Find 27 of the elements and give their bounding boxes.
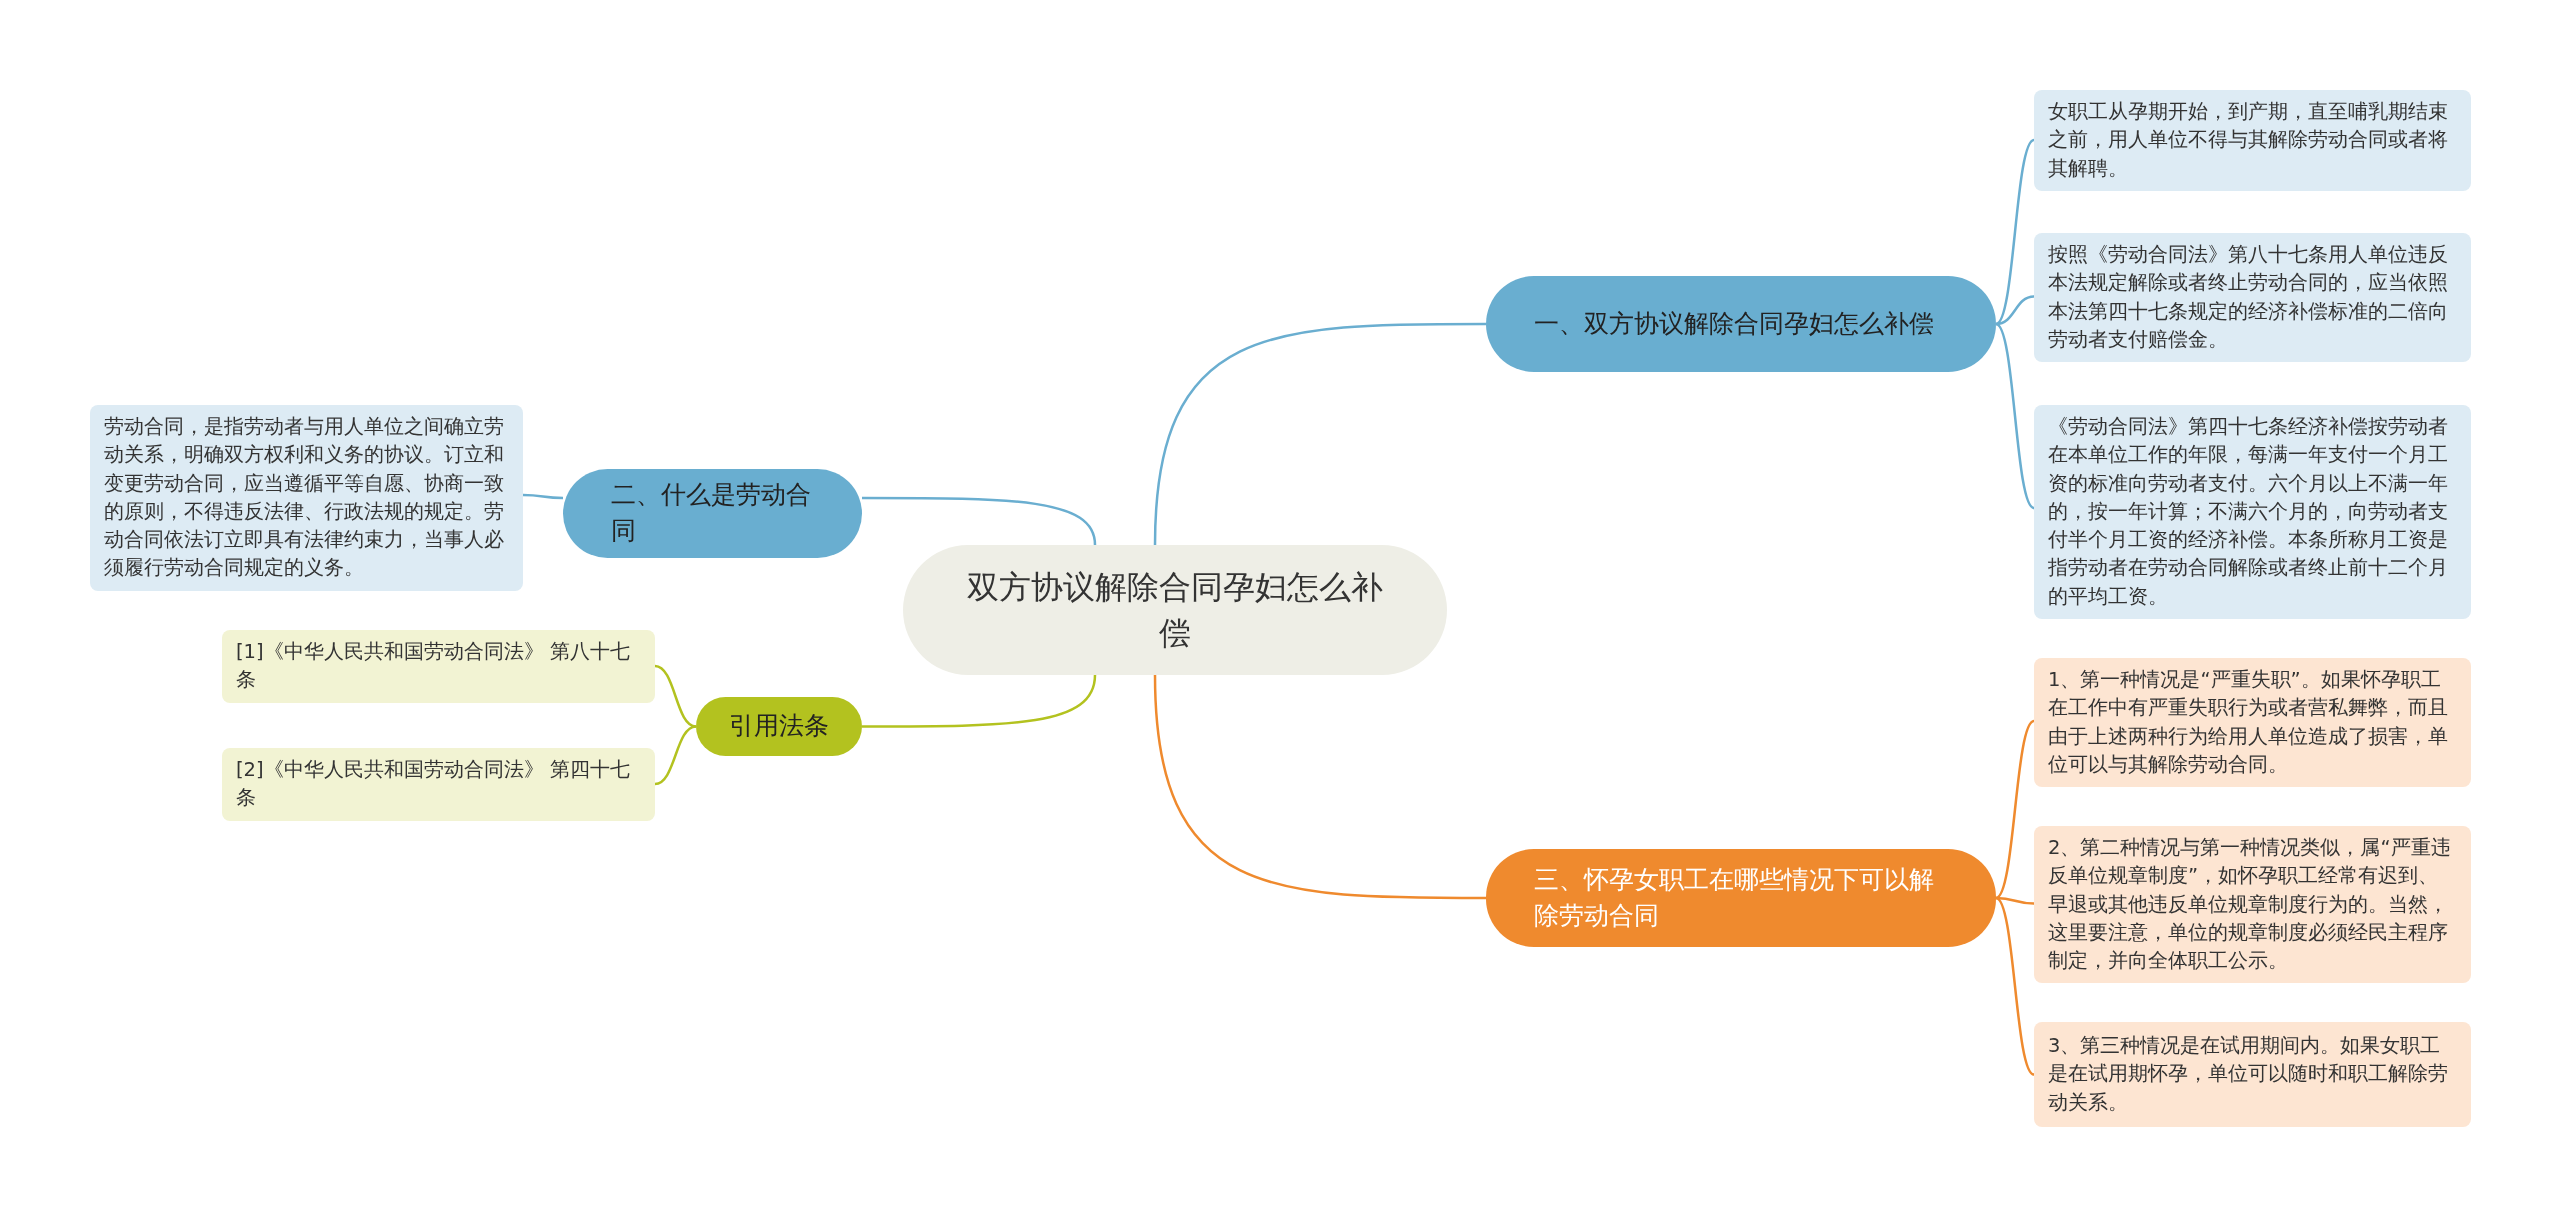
text-box: 2、第二种情况与第一种情况类似，属“严重违反单位规章制度”，如怀孕职工经常有迟到、早退或其他违反单位规章制度行为的。当然，这里要注意，单位的规章制度必须经民主程序制定，并向全体职工公示。 bbox=[2034, 826, 2471, 984]
connector-line bbox=[1995, 139, 2035, 325]
topic-box: 三、怀孕女职工在哪些情况下可以解除劳动合同 bbox=[1486, 849, 1996, 947]
connector-line bbox=[1995, 295, 2035, 326]
text-box: 按照《劳动合同法》第八十七条用人单位违反本法规定解除或者终止劳动合同的，应当依照本法第四十七条规定的经济补偿标准的二倍向劳动者支付赔偿金。 bbox=[2034, 233, 2471, 363]
connector-line bbox=[1153, 674, 1486, 900]
text-box: 劳动合同，是指劳动者与用人单位之间确立劳动关系，明确双方权利和义务的协议。订立和变更劳动合同，应当遵循平等自愿、协商一致的原则，不得违反法律、行政法规的规定。劳动合同依法订立即具有法律约束力，当事人必须履行劳动合同规定的义务。 bbox=[90, 405, 523, 591]
text-box: 《劳动合同法》第四十七条经济补偿按劳动者在本单位工作的年限，每满一年支付一个月工资的标准向劳动者支付。六个月以上不满一年的，按一年计算；不满六个月的，向劳动者支付半个月工资的经济补偿。本条所称月工资是指劳动者在劳动合同解除或者终止前十二个月的平均工资。 bbox=[2034, 405, 2471, 619]
connector-line bbox=[1995, 896, 2035, 905]
connector-line bbox=[523, 493, 563, 500]
topic-box: 引用法条 bbox=[696, 697, 862, 756]
connector-line bbox=[862, 674, 1097, 728]
connector-line bbox=[1995, 323, 2035, 509]
topic-box: 一、双方协议解除合同孕妇怎么补偿 bbox=[1486, 276, 1996, 372]
central-topic: 双方协议解除合同孕妇怎么补偿 bbox=[903, 545, 1447, 675]
text-box: [2]《中华人民共和国劳动合同法》 第四十七条 bbox=[222, 748, 655, 821]
connector-line bbox=[654, 664, 697, 728]
topic-box: 二、什么是劳动合同 bbox=[563, 469, 862, 558]
connector-line bbox=[1153, 322, 1486, 546]
connector-line bbox=[1995, 897, 2035, 1076]
text-box: 1、第一种情况是“严重失职”。如果怀孕职工在工作中有严重失职行为或者营私舞弊，而且由于上述两种行为给用人单位造成了损害，单位可以与其解除劳动合同。 bbox=[2034, 658, 2471, 788]
connector-line bbox=[1995, 720, 2035, 899]
connector-line bbox=[862, 496, 1097, 546]
text-box: 女职工从孕期开始，到产期，直至哺乳期结束之前，用人单位不得与其解除劳动合同或者将其解聘。 bbox=[2034, 90, 2471, 191]
text-box: [1]《中华人民共和国劳动合同法》 第八十七条 bbox=[222, 630, 655, 703]
text-box: 3、第三种情况是在试用期间内。如果女职工是在试用期怀孕，单位可以随时和职工解除劳动关系。 bbox=[2034, 1022, 2471, 1127]
connector-line bbox=[654, 725, 697, 786]
